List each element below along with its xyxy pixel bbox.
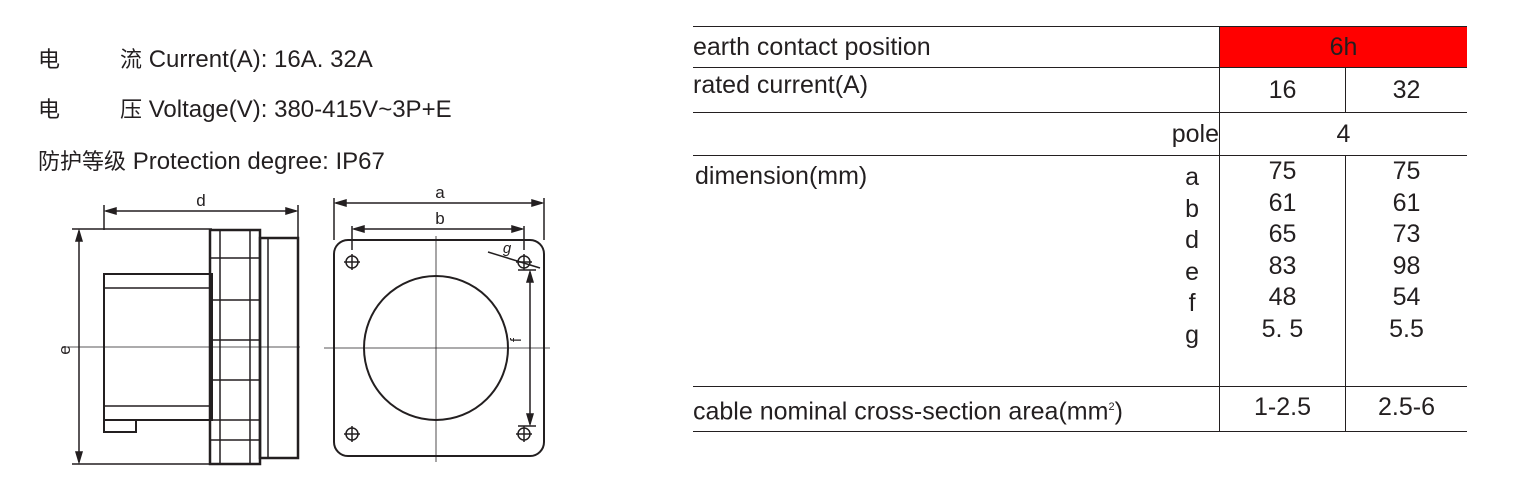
dimension-label: dimension(mm) [695, 162, 868, 190]
row-cable: cable nominal cross-section area(mm2) 1-… [693, 386, 1467, 433]
cable-label: cable nominal cross-section area(mm2) [693, 386, 1220, 433]
dimension-letters: a b d e f g [1185, 162, 1199, 352]
dim-label-b: b [435, 209, 444, 228]
dim-value: 5.5 [1389, 314, 1424, 343]
dim-value: 73 [1392, 220, 1421, 249]
dim-label-a: a [435, 183, 445, 202]
dim-value: 5. 5 [1261, 314, 1304, 343]
pole-label: pole [693, 112, 1220, 156]
dimension-cell: dimension(mm) a b d e f g [693, 155, 1220, 387]
dim-value: 83 [1268, 251, 1297, 280]
dim-value: 98 [1392, 251, 1421, 280]
spec-protection: 防护等级 Protection degree: IP67 [38, 148, 385, 175]
dimension-values-16: 75 61 65 83 48 5. 5 [1219, 155, 1346, 387]
dim-label-g: g [503, 240, 512, 257]
dim-value: 75 [1392, 157, 1421, 185]
pole-value: 4 [1219, 112, 1467, 156]
dim-letter: d [1185, 226, 1199, 255]
earth-contact-label: earth contact position [693, 26, 1220, 68]
row-pole: pole 4 [693, 112, 1467, 156]
dim-value: 48 [1268, 283, 1297, 312]
dim-letter: f [1188, 289, 1196, 318]
dim-letter: b [1185, 194, 1199, 223]
dim-label-d: d [196, 191, 205, 210]
dim-label-e: e [55, 345, 74, 354]
dimension-values-32: 75 61 73 98 54 5.5 [1345, 155, 1467, 387]
row-rated-current: rated current(A) 16 32 [693, 67, 1467, 113]
dim-value: 61 [1268, 188, 1297, 217]
spec-table: earth contact position 6h rated current(… [693, 26, 1467, 433]
cable-32: 2.5-6 [1345, 386, 1467, 433]
technical-drawing: d e a b g f [55, 183, 550, 466]
dim-value: 61 [1392, 188, 1421, 217]
spec-voltage: 电压 Voltage(V): 380-415V~3P+E [38, 96, 452, 123]
dim-label-f: f [508, 337, 525, 342]
rated-current-16: 16 [1219, 67, 1346, 113]
dim-letter: a [1185, 163, 1199, 191]
row-earth-contact: earth contact position 6h [693, 26, 1467, 68]
dim-value: 54 [1392, 283, 1421, 312]
dim-letter: e [1185, 257, 1199, 286]
dim-letter: g [1185, 320, 1199, 349]
spec-current: 电流 Current(A): 16A. 32A [38, 46, 373, 73]
dim-value: 65 [1268, 220, 1297, 249]
row-dimension: dimension(mm) a b d e f g 75 61 65 83 48… [693, 155, 1467, 387]
dim-value: 75 [1268, 157, 1297, 185]
rated-current-label: rated current(A) [693, 67, 1220, 113]
rated-current-32: 32 [1345, 67, 1467, 113]
earth-contact-value: 6h [1219, 26, 1467, 68]
cable-16: 1-2.5 [1219, 386, 1346, 433]
